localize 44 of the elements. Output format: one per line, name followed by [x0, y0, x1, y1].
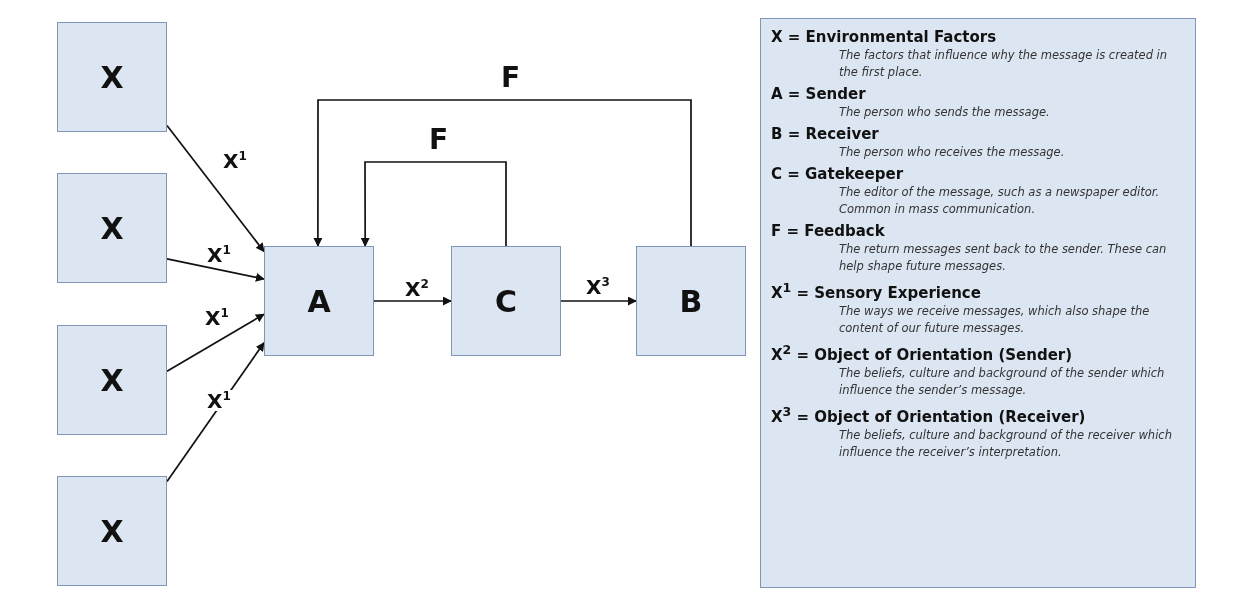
- definition-text: The person who sends the message.: [839, 104, 1051, 121]
- arrow: [166, 313, 265, 373]
- definition-text: The editor of the message, such as a newspaper editor. Common in mass communication.: [839, 184, 1161, 218]
- node-box: [264, 246, 374, 356]
- arrow: [560, 296, 637, 306]
- node-letter: X: [100, 59, 124, 95]
- term-heading: X = Environmental Factors: [771, 27, 998, 47]
- legend-panel: [760, 18, 1196, 588]
- edge-label: X$^{1}$: [206, 244, 232, 265]
- node-box: [57, 325, 167, 435]
- term-heading: C = Gatekeeper: [771, 164, 905, 184]
- node-letter: B: [679, 283, 703, 319]
- definition-text: The person who receives the message.: [839, 144, 1066, 161]
- arrow: [373, 296, 452, 306]
- edge-label: X$^{1}$: [204, 307, 230, 328]
- definition-text: The beliefs, culture and background of the receiver which influence the receiver’s interpretation.: [839, 427, 1173, 461]
- edge-label: X$^{1}$: [206, 390, 232, 411]
- term-heading: A = Sender: [771, 84, 867, 104]
- node-letter: C: [495, 283, 517, 319]
- node-box: [636, 246, 746, 356]
- node-letter: X: [100, 513, 124, 549]
- node-letter: A: [307, 283, 331, 319]
- node-letter: X: [100, 362, 124, 398]
- node-box: [451, 246, 561, 356]
- edge-label: X$^{2}$: [404, 278, 430, 299]
- node-box: [57, 22, 167, 132]
- definition-text: The return messages sent back to the sender. These can help shape future messages.: [839, 241, 1168, 275]
- definition-text: The beliefs, culture and background of the sender which influence the sender’s message.: [839, 365, 1166, 399]
- term-heading: X$^{2}$ = Object of Orientation (Sender): [771, 341, 1074, 365]
- term-heading: F = Feedback: [771, 221, 886, 241]
- definition-text: The ways we receive messages, which also shape the content of our future messages.: [839, 303, 1151, 337]
- edge-label: X$^{3}$: [585, 276, 611, 297]
- node-box: [57, 173, 167, 283]
- term-heading: B = Receiver: [771, 124, 880, 144]
- arrow: [166, 124, 265, 253]
- arrow: [360, 161, 507, 247]
- arrow: [166, 257, 265, 282]
- definition-text: The factors that influence why the message is created in the first place.: [839, 47, 1169, 81]
- term-heading: X$^{3}$ = Object of Orientation (Receiver): [771, 403, 1087, 427]
- node-letter: X: [100, 210, 124, 246]
- edge-label: X$^{1}$: [222, 150, 248, 171]
- term-heading: X$^{1}$ = Sensory Experience: [771, 279, 982, 303]
- arrow: [313, 99, 692, 247]
- node-box: [57, 476, 167, 586]
